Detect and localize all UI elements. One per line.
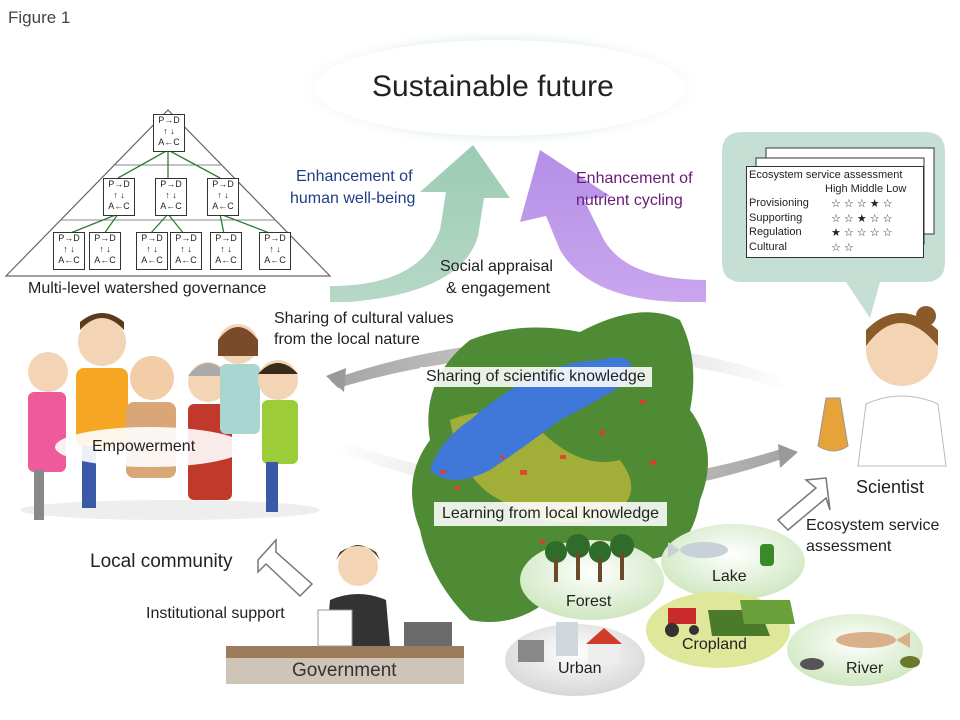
- governance-caption: Multi-level watershed governance: [28, 280, 267, 297]
- lake-label: Lake: [712, 568, 747, 585]
- es-assessment-line-1: Ecosystem service: [806, 517, 940, 534]
- scientist-figure-icon: [817, 306, 947, 467]
- local-knowledge-label: Learning from local knowledge: [434, 502, 668, 526]
- river-fish-icon: [800, 632, 920, 670]
- assessment-row-stars: ★ ☆ ☆ ☆ ☆: [831, 227, 893, 239]
- assessment-row-name: Supporting: [749, 211, 803, 224]
- government-desk: [226, 646, 464, 658]
- forest-icon: [545, 534, 634, 582]
- left-arrow-label-line-2: human well-being: [290, 190, 416, 207]
- purple-arrow: [520, 150, 706, 302]
- cultural-values-line-2: from the local nature: [274, 331, 420, 348]
- es-assessment-line-2: assessment: [806, 538, 892, 555]
- social-label-line-2: & engagement: [446, 280, 551, 297]
- assessment-card: Ecosystem service assessment High Middle…: [746, 166, 924, 258]
- green-arrow: [330, 145, 510, 302]
- laptop-icon: [404, 622, 452, 646]
- tractor-icon: [665, 600, 795, 637]
- community-label: Local community: [90, 551, 233, 572]
- lake-bubble: [661, 524, 805, 600]
- river-bubble: [787, 614, 923, 686]
- assessment-row-stars: ☆ ☆: [831, 241, 854, 254]
- assessment-row-name: Cultural: [749, 240, 787, 253]
- river-label: River: [846, 660, 884, 677]
- governance-pyramid: [4, 109, 332, 277]
- assessment-rows: Provisioning ☆ ☆ ☆ ★ ☆ Supporting ☆ ☆ ★ ☆ ☆…: [749, 197, 921, 255]
- social-label-line-1: Social appraisal: [440, 258, 553, 275]
- government-label: Government: [292, 660, 397, 681]
- assessment-row-name: Regulation: [749, 226, 802, 238]
- institutional-arrow: [257, 538, 314, 598]
- scientist-label: Scientist: [856, 477, 925, 497]
- assessment-row: Regulation ★ ☆ ☆ ☆ ☆: [749, 226, 921, 241]
- left-arrow-label-line-1: Enhancement of: [296, 168, 413, 185]
- scientific-knowledge-label: Sharing of scientific knowledge: [420, 367, 652, 387]
- urban-label: Urban: [558, 660, 602, 677]
- assessment-row: Provisioning ☆ ☆ ☆ ★ ☆: [749, 197, 921, 212]
- cultural-values-line-1: Sharing of cultural values: [274, 310, 454, 327]
- figure-label: Figure 1: [8, 8, 71, 27]
- assessment-columns: High Middle Low: [825, 183, 907, 195]
- cropland-label: Cropland: [682, 636, 747, 653]
- forest-label: Forest: [566, 593, 612, 610]
- assessment-row-stars: ☆ ☆ ★ ☆ ☆: [831, 212, 893, 225]
- assessment-title: Ecosystem service assessment: [749, 169, 903, 181]
- assessment-row-name: Provisioning: [749, 197, 809, 209]
- governance-links: [67, 149, 273, 235]
- right-arrow-label-line-2: nutrient cycling: [576, 192, 683, 209]
- buildings-icon: [518, 622, 622, 664]
- government-officer-icon: [317, 545, 390, 647]
- goal-title: Sustainable future: [372, 70, 614, 103]
- es-assessment-arrow: [776, 477, 831, 532]
- lake: [430, 357, 632, 480]
- goal-ellipse: [315, 40, 685, 136]
- assessment-row-stars: ☆ ☆ ☆ ★ ☆: [831, 198, 893, 210]
- empowerment-ellipse: [55, 427, 245, 467]
- institutional-support-label: Institutional support: [146, 605, 285, 622]
- assessment-row: Supporting ☆ ☆ ★ ☆ ☆: [749, 212, 921, 227]
- right-arrow-label-line-1: Enhancement of: [576, 170, 693, 187]
- empowerment-label: Empowerment: [92, 438, 196, 455]
- assessment-row: Cultural ☆ ☆: [749, 241, 921, 256]
- fish-icon: [668, 542, 774, 566]
